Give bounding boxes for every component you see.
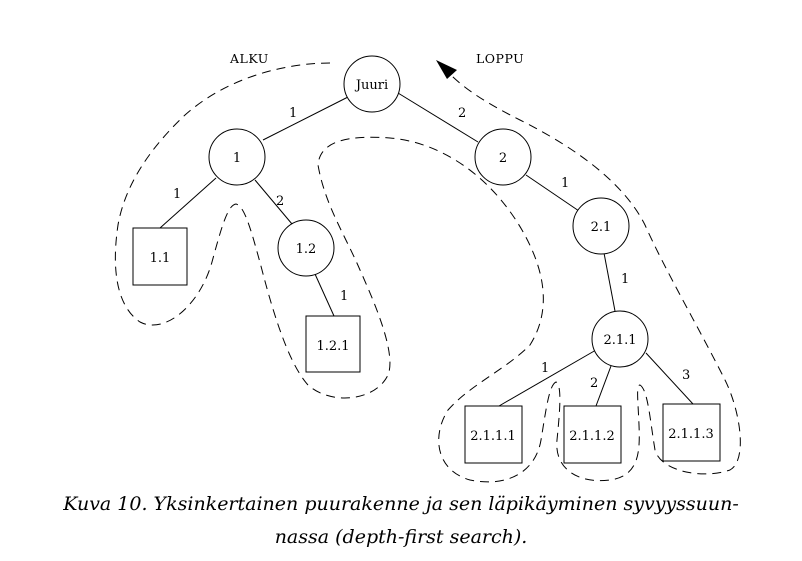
leaf-2-1-1-3 xyxy=(662,403,721,462)
edge-label: 1 xyxy=(561,176,569,191)
leaf-1-1 xyxy=(132,227,188,286)
edge-2.1.1-2.1.1.3 xyxy=(645,352,694,405)
edge-label: 2 xyxy=(590,376,598,391)
node-2-1-1 xyxy=(591,310,649,368)
node-label-1-1: 1.1 xyxy=(150,251,171,266)
edge-1-1.2 xyxy=(254,179,293,225)
node-label-2: 2 xyxy=(499,151,507,166)
node-1 xyxy=(208,128,266,186)
node-label-2-1-1-3: 2.1.1.3 xyxy=(668,427,713,442)
traversal-path xyxy=(114,62,741,483)
node-root xyxy=(343,55,401,113)
edge-label: 1 xyxy=(340,289,348,304)
caption-line-2: nassa (depth-first search). xyxy=(274,526,528,548)
edge-1.2-1.2.1 xyxy=(314,273,335,317)
edge-label: 2 xyxy=(276,194,284,209)
caption-line-1: Kuva 10. Yksinkertainen puurakenne ja se… xyxy=(63,493,739,515)
edge-2.1.1-2.1.1.2 xyxy=(595,365,612,407)
start-marker-label: ALKU xyxy=(229,51,269,66)
edge-label: 3 xyxy=(682,368,690,383)
end-arrowhead xyxy=(436,60,457,79)
node-label-1-2-1: 1.2.1 xyxy=(316,339,349,354)
node-label-2-1-1-1: 2.1.1.1 xyxy=(470,429,515,444)
tree-diagram: ALKU LOPPU 1 2 1 2 1 1 1 1 2 3 Juuri 1 2… xyxy=(114,51,741,483)
leaf-1-2-1 xyxy=(305,315,361,373)
edge-label: 1 xyxy=(289,106,297,121)
edge-2.1-2.1.1 xyxy=(603,252,616,312)
node-label-root: Juuri xyxy=(354,78,388,93)
leaf-2-1-1-1 xyxy=(464,405,523,464)
end-marker-label: LOPPU xyxy=(476,51,524,66)
edge-label: 1 xyxy=(621,272,629,287)
node-label-2-1: 2.1 xyxy=(591,220,612,235)
node-label-1-2: 1.2 xyxy=(296,242,317,257)
node-2-1 xyxy=(572,197,630,255)
edge-2-2.1 xyxy=(525,174,580,212)
edge-root-1 xyxy=(262,96,349,141)
node-1-2 xyxy=(277,219,335,277)
leaf-2-1-1-2 xyxy=(563,405,622,464)
edge-2.1.1-2.1.1.1 xyxy=(498,349,597,407)
edge-label: 1 xyxy=(541,361,549,376)
node-label-2-1-1: 2.1.1 xyxy=(603,333,636,348)
figure-caption: Kuva 10. Yksinkertainen puurakenne ja se… xyxy=(0,488,802,554)
edge-root-2 xyxy=(397,92,479,143)
node-2 xyxy=(474,128,532,186)
edge-label: 2 xyxy=(458,106,466,121)
edge-label: 1 xyxy=(173,187,181,202)
node-label-1: 1 xyxy=(233,151,241,166)
node-label-2-1-1-2: 2.1.1.2 xyxy=(569,429,614,444)
edge-1-1.1 xyxy=(159,177,217,229)
